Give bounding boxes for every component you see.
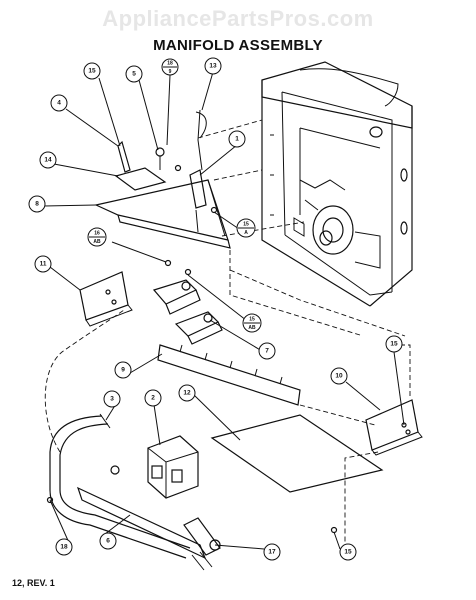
callout-8-label: 8 (35, 201, 39, 208)
callout-18: 2 (144, 389, 162, 407)
callout-7-label: 14 (44, 157, 52, 164)
burner-rail (157, 344, 301, 406)
callout-19-label: 12 (183, 390, 191, 397)
diagram-title: MANIFOLD ASSEMBLY (153, 37, 323, 54)
callout-14-label: 9 (121, 367, 125, 374)
callout-17-label: 3 (110, 396, 114, 403)
callout-16: 15 (385, 335, 403, 353)
callout-2-label: 5 (132, 71, 136, 78)
manifold-pipe (76, 486, 221, 571)
callout-7: 14 (39, 151, 57, 169)
callout-21: 6 (99, 532, 117, 550)
callout-22: 17 (263, 543, 281, 561)
fraction-b-bottom: AB (93, 239, 101, 245)
manifold-bracket (94, 179, 231, 249)
callout-5: 4 (50, 94, 68, 112)
small-bracket (114, 147, 167, 191)
fraction-callout-b: 16 AB (87, 227, 107, 247)
callout-1: 15 (83, 62, 101, 80)
callout-15: 10 (330, 367, 348, 385)
fraction-callout-d: 15 AB (242, 313, 262, 333)
fraction-c-bottom: A (244, 230, 248, 236)
fraction-callout-a: 18 9 (161, 58, 179, 76)
heat-shield-plate (210, 414, 384, 493)
callout-11: 11 (34, 255, 52, 273)
callout-13: 7 (258, 342, 276, 360)
fraction-c-top: 15 (243, 221, 249, 227)
furnace-cabinet (261, 61, 413, 307)
right-bracket (365, 399, 423, 456)
callout-4-label: 13 (209, 63, 217, 70)
callout-18-label: 2 (151, 395, 155, 402)
callout-20: 18 (55, 538, 73, 556)
gas-valve (110, 435, 199, 499)
fraction-a-bottom: 9 (169, 69, 172, 75)
callout-14: 9 (114, 361, 132, 379)
fraction-callout-c: 15 A (236, 218, 256, 238)
fraction-d-bottom: AB (248, 325, 256, 331)
callout-13-label: 7 (265, 348, 269, 355)
callout-15-label: 10 (335, 373, 343, 380)
callout-16-label: 15 (390, 341, 398, 348)
fraction-b-top: 16 (94, 230, 100, 236)
callout-22-label: 17 (268, 549, 276, 556)
revision-label: 12, REV. 1 (12, 578, 55, 588)
callout-1-label: 15 (88, 68, 96, 75)
callout-19: 12 (178, 384, 196, 402)
callout-6-label: 1 (235, 136, 239, 143)
callout-8: 8 (28, 195, 46, 213)
callout-21-label: 6 (106, 538, 110, 545)
gas-supply-pipe (49, 413, 191, 559)
left-bracket (79, 271, 133, 327)
fraction-a-top: 18 (167, 60, 173, 66)
callout-11-label: 11 (40, 261, 47, 268)
hidden-lines (44, 119, 411, 548)
callout-17: 3 (103, 390, 121, 408)
burner-assembly (152, 259, 223, 345)
callout-4: 13 (204, 57, 222, 75)
callout-23-label: 15 (344, 549, 352, 556)
callout-6: 1 (228, 130, 246, 148)
callout-20-label: 18 (60, 544, 68, 551)
fraction-d-top: 15 (249, 316, 255, 322)
callout-5-label: 4 (57, 100, 61, 107)
watermark: AppliancePartsPros.com (102, 6, 374, 31)
callout-23: 15 (339, 543, 357, 561)
callout-2: 5 (125, 65, 143, 83)
